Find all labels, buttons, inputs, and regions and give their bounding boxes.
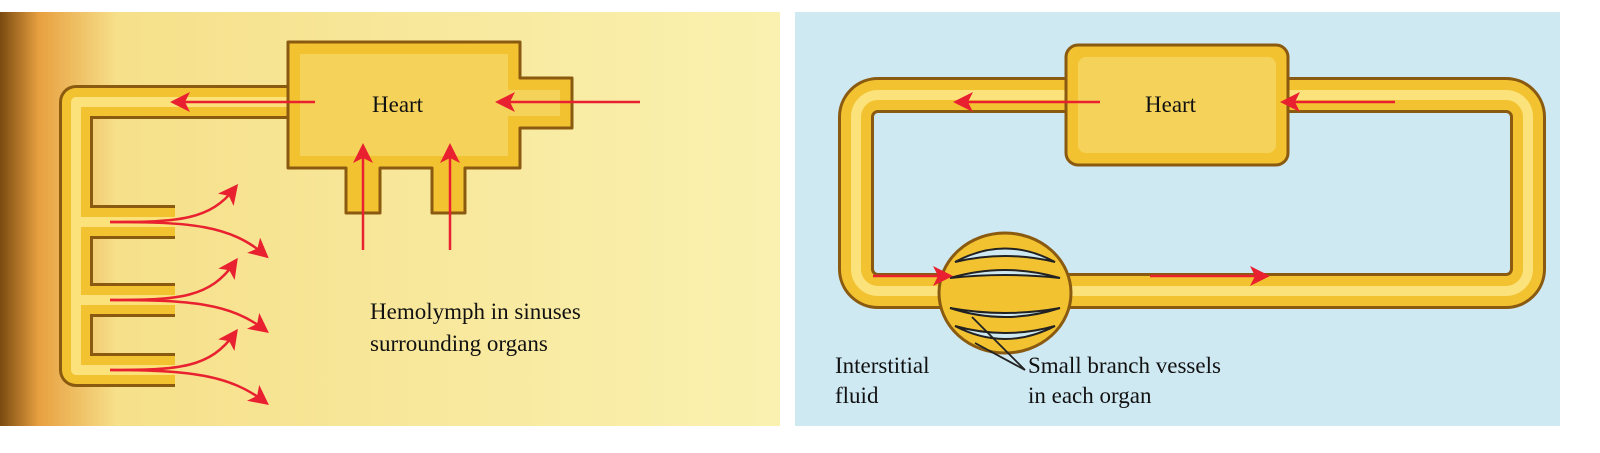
organ-capillary-bed bbox=[937, 231, 1073, 355]
open-heart bbox=[286, 40, 574, 215]
closed-heart bbox=[1064, 43, 1290, 167]
open-heart-label: Heart bbox=[372, 92, 424, 117]
open-flow-arrows bbox=[109, 92, 640, 406]
vessels-label-line2: in each organ bbox=[1028, 383, 1152, 408]
leader-lines bbox=[971, 316, 1026, 371]
hemolymph-caption-line2: surrounding organs bbox=[370, 331, 548, 356]
open-circulatory-panel bbox=[0, 12, 780, 426]
closed-heart-label: Heart bbox=[1145, 92, 1197, 117]
closed-circulatory-panel bbox=[795, 12, 1560, 426]
closed-flow-arrows bbox=[873, 92, 1395, 286]
vessels-label-line1: Small branch vessels bbox=[1028, 353, 1221, 378]
interstitial-label-line1: Interstitial bbox=[835, 353, 930, 378]
interstitial-label-line2: fluid bbox=[835, 383, 879, 408]
hemolymph-caption-line1: Hemolymph in sinuses bbox=[370, 299, 581, 324]
